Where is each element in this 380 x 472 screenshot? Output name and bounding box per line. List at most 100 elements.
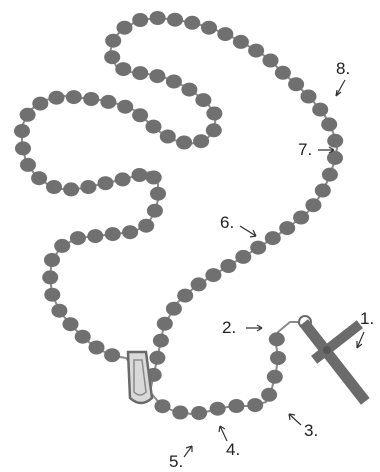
label-5: 5. (169, 446, 192, 471)
rosary-bead (206, 123, 222, 137)
svg-text:5.: 5. (169, 452, 183, 471)
label-6: 6. (220, 213, 256, 237)
rosary-bead (32, 97, 48, 111)
rosary-bead (132, 168, 148, 182)
rosary-bead (54, 239, 70, 253)
rosary-bead (83, 92, 99, 106)
rosary-bead (250, 241, 266, 255)
rosary-bead (115, 172, 131, 186)
svg-text:7.: 7. (298, 140, 312, 159)
rosary-bead (153, 334, 169, 348)
rosary-bead (80, 180, 96, 194)
rosary-bead (104, 348, 120, 362)
label-2: 2. (222, 318, 262, 337)
centerpiece-medal-icon (128, 352, 152, 403)
rosary-bead (176, 136, 192, 150)
rosary-bead (195, 93, 211, 107)
rosary-bead (138, 219, 154, 233)
rosary-bead (167, 13, 183, 27)
rosary-bead (263, 54, 279, 68)
rosary-bead (100, 95, 116, 109)
rosary-bead (201, 21, 217, 35)
tail-bead (270, 351, 286, 365)
rosary-bead (14, 124, 30, 138)
rosary-bead (301, 90, 317, 104)
rosary-bead (305, 198, 321, 212)
rosary-bead (20, 108, 36, 122)
rosary-bead (315, 184, 331, 198)
rosary-bead (233, 35, 249, 49)
tail-bead (172, 406, 188, 420)
rosary-bead (98, 176, 114, 190)
rosary-bead (160, 130, 176, 144)
rosary-bead (177, 289, 193, 303)
rosary-bead (66, 90, 82, 104)
rosary-bead (44, 288, 60, 302)
rosary-bead (51, 304, 67, 318)
rosary-bead (265, 231, 281, 245)
rosary-bead (150, 187, 166, 201)
rosary-bead (117, 100, 133, 114)
rosary-bead (75, 330, 91, 344)
tail-bead (247, 398, 263, 412)
rosary-bead (146, 171, 162, 185)
rosary-bead (321, 117, 337, 131)
label-3: 3. (289, 414, 318, 440)
rosary-bead (312, 103, 328, 117)
rosary-bead (166, 75, 182, 89)
svg-text:8.: 8. (336, 59, 350, 78)
rosary-bead (150, 11, 166, 25)
rosary-bead (105, 227, 121, 241)
rosary-bead (193, 134, 209, 148)
rosary-bead (146, 120, 162, 134)
svg-text:3.: 3. (304, 421, 318, 440)
rosary-bead (181, 83, 197, 97)
rosary-bead (31, 171, 47, 185)
rosary-bead (70, 231, 86, 245)
rosary-bead (49, 91, 65, 105)
rosary-bead (217, 27, 233, 41)
crucifix-icon (299, 319, 369, 405)
rosary-bead (149, 69, 165, 83)
rosary-bead (89, 341, 105, 355)
rosary-bead (149, 351, 165, 365)
tail-bead (269, 332, 285, 346)
rosary-bead (288, 77, 304, 91)
rosary-bead (15, 141, 31, 155)
rosary-bead (275, 66, 291, 80)
label-8: 8. (336, 59, 350, 96)
svg-text:1.: 1. (360, 309, 374, 328)
rosary-bead (147, 204, 163, 218)
tail-bead (210, 402, 226, 416)
rosary-bead (20, 158, 36, 172)
rosary-bead (157, 317, 173, 331)
rosary-bead (42, 270, 58, 284)
tail-bead (261, 388, 277, 402)
rosary-bead (132, 13, 148, 27)
rosary-bead (117, 21, 133, 35)
rosary-bead (122, 225, 138, 239)
rosary-bead (63, 182, 79, 196)
tail-bead (191, 406, 207, 420)
rosary-bead (322, 168, 338, 182)
rosary-bead (115, 62, 131, 76)
rosary-bead (205, 268, 221, 282)
rosary-beads (14, 11, 343, 420)
svg-text:2.: 2. (222, 318, 236, 337)
rosary-bead (105, 34, 121, 48)
svg-text:4.: 4. (226, 440, 240, 459)
rosary-bead (132, 66, 148, 80)
svg-text:6.: 6. (220, 213, 234, 232)
rosary-bead (220, 259, 236, 273)
tail-bead (155, 399, 171, 413)
rosary-bead (248, 44, 264, 58)
tail-bead (267, 370, 283, 384)
rosary-bead (132, 108, 148, 122)
rosary-bead (293, 211, 309, 225)
rosary-bead (87, 229, 103, 243)
tail-bead (228, 399, 244, 413)
rosary-bead (206, 107, 222, 121)
rosary-bead (44, 253, 60, 267)
